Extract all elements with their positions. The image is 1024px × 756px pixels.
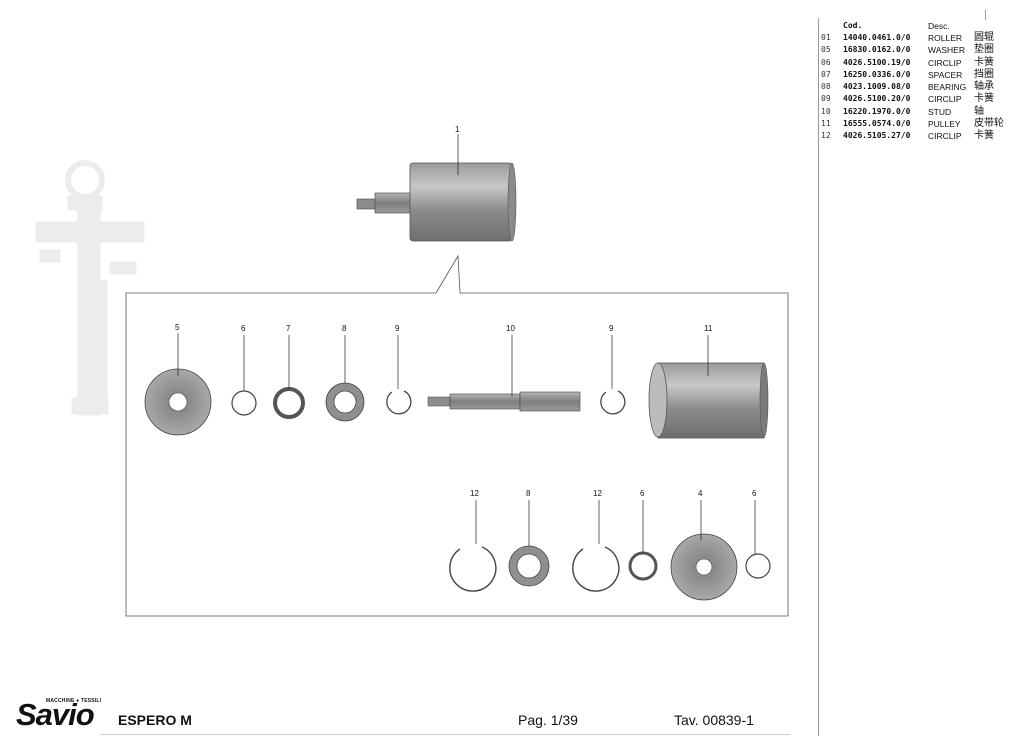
callout-label: 6 [752,489,757,498]
callout-label: 12 [593,489,602,498]
part-index: 12 [821,131,831,141]
circlip-part-6 [745,553,771,579]
disc-part-4 [670,533,738,601]
part-desc: STUD [928,106,952,117]
exploded-view-drawing: 1 5 6 7 8 9 [35,125,789,617]
callout-label: 7 [286,324,291,333]
part-code: 16555.0574.0/0 [843,119,911,129]
desc-column-header: Desc. [928,21,950,31]
callout-label: 4 [698,489,703,498]
part-desc: CIRCLIP [928,94,962,105]
exploded-view-frame [125,254,789,617]
callout-label: 8 [342,324,347,333]
part-desc: CIRCLIP [928,57,962,68]
parts-list-row: 09 4026.5100.20/0 CIRCLIP 卡簧 [821,93,1004,105]
column-divider [818,18,819,736]
circlip-part-12 [572,546,620,592]
part-desc-zh: 卡簧 [974,56,994,68]
parts-list-row: 12 4026.5105.27/0 CIRCLIP 卡簧 [821,130,1004,142]
brand-wordmark: Savio [16,697,95,732]
part-code: 4026.5105.27/0 [843,131,911,141]
part-index: 07 [821,69,831,79]
part-index: 01 [821,33,831,42]
parts-list-row: 11 16555.0574.0/0 PULLEY 皮带轮 [821,118,1004,130]
part-desc: BEARING [928,82,967,93]
circlip-part-6 [628,551,658,581]
circlip-part-9 [386,390,412,415]
part-index: 11 [821,119,831,129]
part-desc-zh: 皮带轮 [974,118,1004,130]
part-index: 06 [821,57,831,67]
part-index: 10 [821,106,831,116]
part-code: 16830.0162.0/0 [843,45,911,55]
part-desc: WASHER [928,45,965,56]
part-code: 4026.5100.20/0 [843,94,911,104]
bearing-part-8 [325,382,365,422]
parts-list-row: 06 4026.5100.19/0 CIRCLIP 卡簧 [821,57,1004,69]
brand-tagline: MACCHINE ● TESSILI [46,698,102,704]
callout-label: 9 [395,324,400,333]
part-code: 16250.0336.0/0 [843,69,911,79]
parts-list-row: 05 16830.0162.0/0 WASHER 垫圈 [821,44,1004,56]
machine-location-sketch [35,160,145,416]
roller-assembly [356,162,517,242]
part-desc: PULLEY [928,119,961,130]
bearing-part-8 [508,545,550,587]
parts-list-table: Cod. Desc. 01 14040.0461.0/0 ROLLER 圆辊 0… [821,20,1004,143]
corner-mark [985,10,986,20]
callout-label: 8 [526,489,531,498]
part-index: 05 [821,45,831,55]
callout-label: 6 [640,489,645,498]
part-code: 4023.1009.08/0 [843,82,911,92]
part-desc-zh: 挡圈 [974,68,994,80]
washer-part-5 [144,368,212,436]
page-footer: MACCHINE ● TESSILI Savio ESPERO M Pag. 1… [0,696,818,736]
part-desc-zh: 圆辊 [974,32,994,43]
pulley-part-11 [648,362,769,439]
spacer-part-7 [273,387,305,419]
parts-list-row: 01 14040.0461.0/0 ROLLER 圆辊 [821,32,1004,44]
part-desc-zh: 垫圈 [974,44,994,56]
part-index: 08 [821,82,831,92]
part-desc: CIRCLIP [928,131,962,142]
part-desc-zh: 轴 [974,105,984,117]
circlip-part-12 [449,546,497,592]
page-number: Pag. 1/39 [518,712,578,728]
part-desc-zh: 卡簧 [974,130,994,142]
callout-label: 9 [609,324,614,333]
part-index: 09 [821,94,831,104]
part-desc: SPACER [928,69,963,80]
machine-model: ESPERO M [118,712,192,728]
callout-label: 5 [175,323,180,332]
part-code: 14040.0461.0/0 [843,33,911,42]
parts-list-row: 08 4023.1009.08/0 BEARING 轴承 [821,81,1004,93]
callout-label: 12 [470,489,479,498]
footer-divider [100,734,790,735]
callout-label: 1 [455,125,460,134]
parts-list-row: 07 16250.0336.0/0 SPACER 挡圈 [821,69,1004,81]
parts-list-row: 10 16220.1970.0/0 STUD 轴 [821,106,1004,118]
part-desc: ROLLER [928,33,963,43]
part-desc-zh: 卡簧 [974,93,994,105]
part-code: 16220.1970.0/0 [843,106,911,116]
callout-label: 10 [506,324,515,333]
part-desc-zh: 轴承 [974,81,994,93]
callout-label: 6 [241,324,246,333]
part-code: 4026.5100.19/0 [843,57,911,67]
callout-label: 11 [704,324,713,333]
table-number: Tav. 00839-1 [674,712,754,728]
circlip-part-6 [231,390,257,416]
stud-part-10 [427,391,581,412]
code-column-header: Cod. [843,21,863,30]
parts-list-header: Cod. Desc. [821,20,1004,32]
circlip-part-9 [600,390,626,415]
